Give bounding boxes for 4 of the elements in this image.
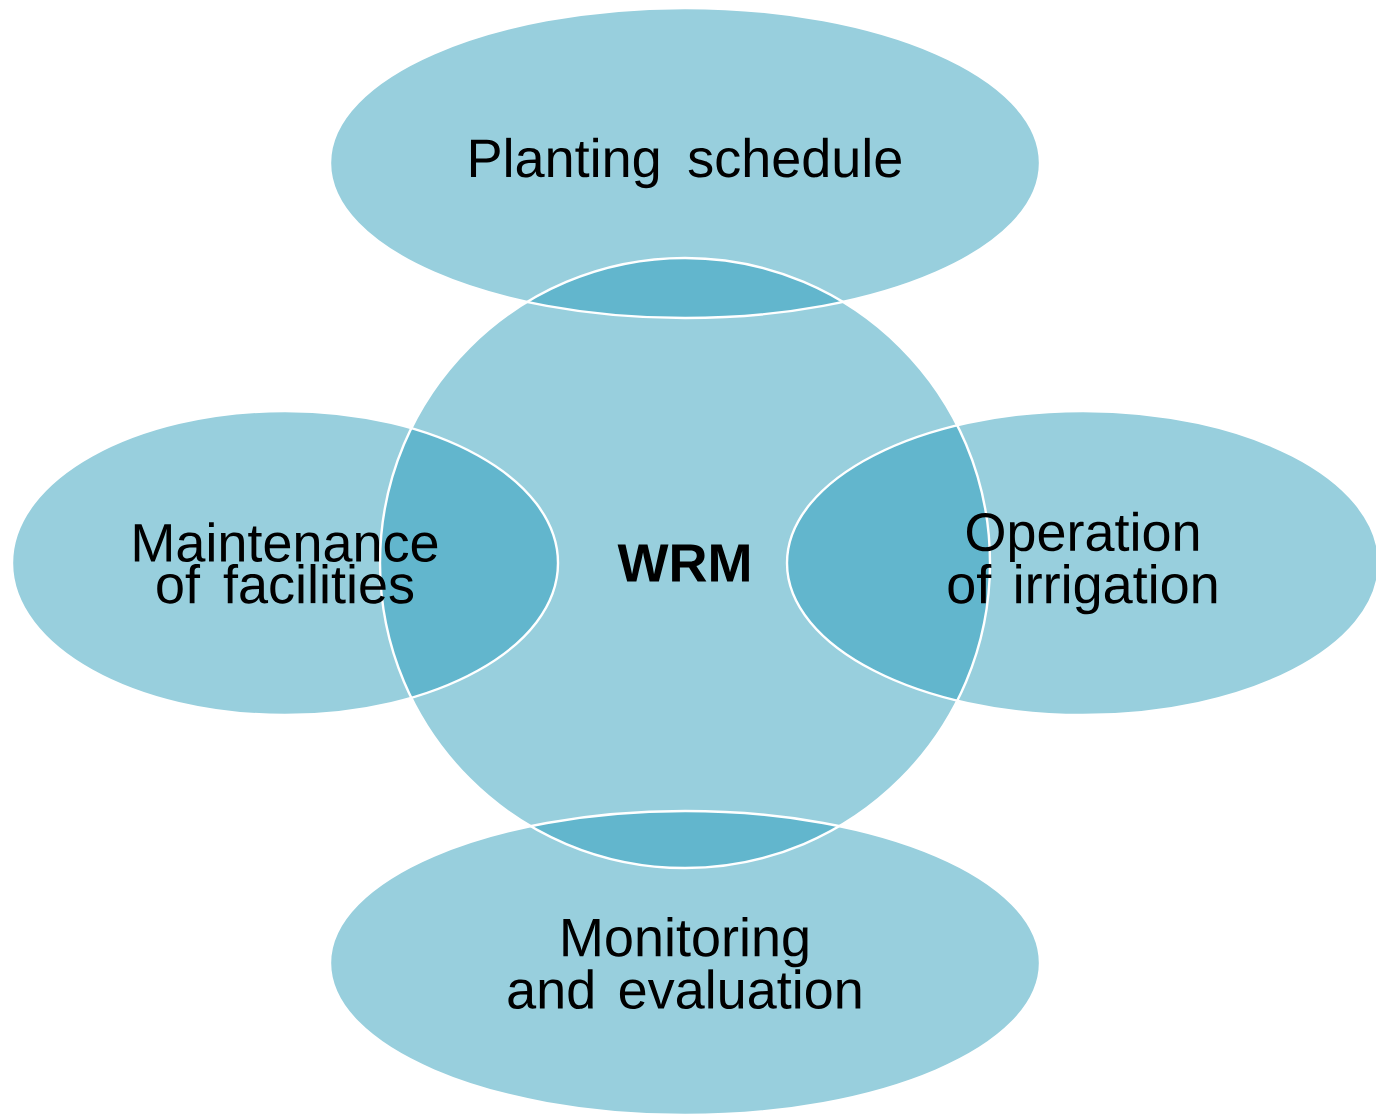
node-label: Planting schedule [471, 137, 901, 189]
node-label: WRM [617, 544, 749, 582]
node-label: Monitoring and evaluation [508, 917, 861, 1009]
node-label: Maintenance of facilities [134, 522, 438, 604]
